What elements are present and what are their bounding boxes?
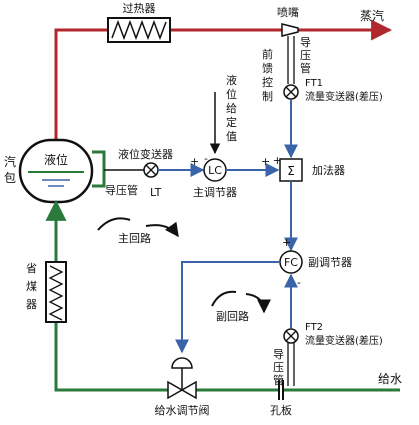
ft1-transmitter-icon <box>283 84 299 100</box>
fc-output-line <box>175 261 280 354</box>
steam-line <box>54 19 393 140</box>
level-setpoint-label: 液 位 给 定 值 <box>226 73 237 143</box>
level-setpoint-char-4: 定 <box>226 115 237 129</box>
main-loop-label: 主回路 <box>118 232 151 245</box>
main-loop-arc <box>97 217 131 231</box>
adder-symbol: Σ <box>287 164 295 178</box>
level-transmitter-label: 液位变送器 <box>118 147 173 161</box>
steam-drum-icon <box>18 138 94 204</box>
nozzle-label: 喷嘴 <box>277 6 299 19</box>
feedforward-label: 前 馈 控 制 <box>262 47 273 103</box>
steam-label: 蒸汽 <box>360 8 384 23</box>
feedforward-char-2: 馈 <box>262 62 273 75</box>
main-controller-label: 主调节器 <box>193 186 237 199</box>
sub-loop-label: 副回路 <box>216 310 249 323</box>
feedforward-char-1: 前 <box>262 47 273 61</box>
economizer-char-1: 省 <box>26 262 37 275</box>
orifice-label: 孔板 <box>270 403 292 417</box>
superheater-label: 过热器 <box>123 2 156 15</box>
sub-loop-arc <box>211 290 237 307</box>
pressure-pipe-top-char-3: 管 <box>300 61 311 75</box>
main-loop-arrow <box>145 221 179 238</box>
drum-label: 汽 包 <box>4 154 16 185</box>
drum-level-label: 液位 <box>44 152 68 167</box>
fc-minus-bottom: - <box>297 276 301 289</box>
ft2-description: 流量变送器(差压) <box>305 334 383 347</box>
level-setpoint-char-2: 位 <box>226 87 237 101</box>
lt-transmitter-icon <box>143 162 159 178</box>
feedforward-char-3: 控 <box>262 75 273 89</box>
drum-pressure-pipe-label: 导压管 <box>105 183 138 197</box>
ft1-label: FT1 <box>305 78 323 89</box>
ft1-impulse-lines <box>287 36 295 84</box>
feedforward-char-4: 制 <box>262 90 273 103</box>
adder-plus-left: + <box>261 155 270 168</box>
ft2-label: FT2 <box>305 322 323 333</box>
adder-label: 加法器 <box>312 163 345 177</box>
ft2-transmitter-icon <box>283 328 299 344</box>
economizer-char-3: 器 <box>26 298 37 311</box>
level-setpoint-char-1: 液 <box>226 73 237 87</box>
pressure-pipe-bottom-char-2: 压 <box>273 361 284 374</box>
lt-label: LT <box>150 186 162 199</box>
economizer-label: 省 煤 器 <box>26 262 37 311</box>
feed-valve-icon <box>167 357 197 400</box>
pressure-pipe-top-char-2: 压 <box>300 49 311 62</box>
lc-plus-left: + <box>190 155 199 168</box>
ft1-description: 流量变送器(差压) <box>305 90 383 103</box>
sub-loop-arrow <box>245 293 271 314</box>
pressure-pipe-top-label: 导 压 管 <box>300 36 311 75</box>
superheater-icon <box>107 17 171 43</box>
adder-plus-top: + <box>273 154 282 167</box>
drum-label-char-2: 包 <box>4 171 16 185</box>
feedwater-line <box>45 199 400 392</box>
lc-minus-top: - <box>204 152 208 165</box>
drum-label-char-1: 汽 <box>4 154 16 169</box>
pressure-pipe-bottom-char-1: 导 <box>273 348 284 361</box>
lc-label: LC <box>208 164 222 177</box>
fc-plus-top: + <box>282 236 291 249</box>
feed-valve-label: 给水调节阀 <box>155 403 210 417</box>
level-setpoint-char-3: 给 <box>226 102 237 115</box>
ft2-impulse-lines <box>287 343 295 386</box>
economizer-icon <box>45 261 67 323</box>
drum-impulse-pipe <box>92 150 106 188</box>
feedwater-label: 给水 <box>378 372 402 386</box>
nozzle-icon <box>281 23 299 37</box>
economizer-char-2: 煤 <box>26 280 37 293</box>
fc-label: FC <box>284 256 298 269</box>
pressure-pipe-top-char-1: 导 <box>300 36 311 49</box>
level-setpoint-char-5: 值 <box>226 130 237 143</box>
orifice-plate-icon <box>278 380 284 400</box>
sub-controller-label: 副调节器 <box>308 256 352 269</box>
